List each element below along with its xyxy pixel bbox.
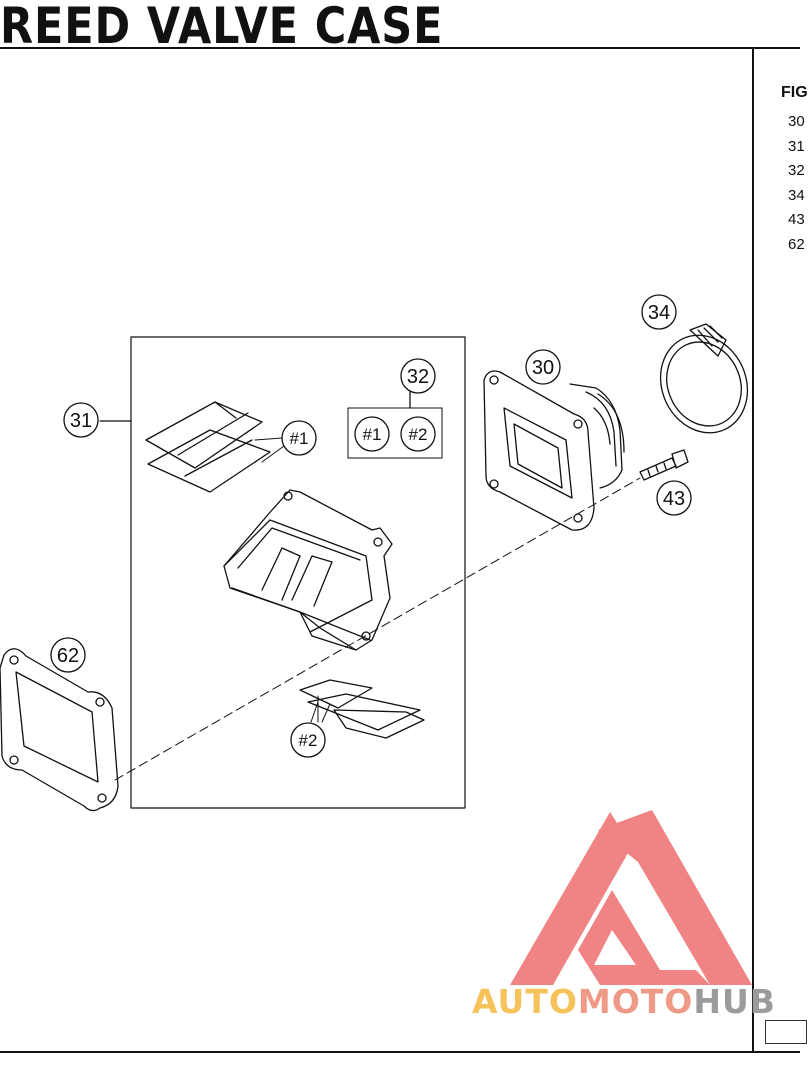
callout-petal-1-circle xyxy=(281,420,317,456)
callout-34-circle xyxy=(641,294,677,330)
callout-62-label[interactable]: 62 xyxy=(57,645,79,667)
figure-number-item[interactable]: 30 xyxy=(788,113,805,130)
kit-32-bracket xyxy=(347,407,443,459)
panel-footer-box xyxy=(765,1020,807,1044)
callout-30-circle xyxy=(525,349,561,385)
reed-petal-lower-part xyxy=(299,679,425,739)
callout-petal-1-label[interactable]: #1 xyxy=(290,429,309,448)
title-divider xyxy=(0,47,800,49)
figure-number-item[interactable]: 34 xyxy=(788,186,805,204)
watermark-text-part: MOTO xyxy=(577,982,694,1021)
figure-column-header: FIG xyxy=(781,84,808,101)
watermark-logo-icon xyxy=(510,810,752,985)
intake-gasket-part xyxy=(0,648,119,812)
intake-flange-part xyxy=(483,370,625,531)
callout-62-circle xyxy=(50,637,86,673)
side-panel-divider xyxy=(752,47,754,1052)
figure-number-item[interactable]: 62 xyxy=(788,235,805,253)
callout-31-label[interactable]: 31 xyxy=(70,410,92,432)
hose-clamp-part xyxy=(659,323,749,434)
watermark-text: AUTOMOTOHUB xyxy=(472,982,776,1021)
callout-petal-2-circle xyxy=(290,722,326,758)
screw-bolt-part xyxy=(639,449,689,481)
reed-valve-body-part xyxy=(223,489,393,651)
callout-kit-1-label[interactable]: #1 xyxy=(363,425,382,444)
figure-number-item[interactable]: 43 xyxy=(788,211,805,228)
bottom-divider xyxy=(0,1051,800,1053)
reed-petal-upper-part xyxy=(145,401,285,493)
callout-43-label[interactable]: 43 xyxy=(663,488,685,510)
callout-34-label[interactable]: 34 xyxy=(648,302,670,324)
watermark-text-part: AUTO xyxy=(472,982,578,1021)
callout-30-label[interactable]: 30 xyxy=(532,357,554,379)
callout-kit-2-circle xyxy=(400,416,436,452)
callout-kit-1-circle xyxy=(354,416,390,452)
callout-43-circle xyxy=(656,480,692,516)
alignment-centerline xyxy=(114,477,641,781)
figure-number-item[interactable]: 31 xyxy=(788,137,805,155)
watermark-text-part: HUB xyxy=(693,982,776,1021)
callout-kit-2-label[interactable]: #2 xyxy=(409,425,428,444)
callout-32-label[interactable]: 32 xyxy=(407,366,429,388)
callout-31-circle xyxy=(63,402,99,438)
figure-number-list: 30 31 32 34 43 62 xyxy=(788,110,805,257)
callout-petal-2-label[interactable]: #2 xyxy=(299,731,318,750)
figure-number-item[interactable]: 32 xyxy=(788,162,805,179)
page-title: REED VALVE CASE xyxy=(0,0,444,55)
reed-block-assembly-frame xyxy=(130,336,466,809)
callout-32-circle xyxy=(400,358,436,394)
